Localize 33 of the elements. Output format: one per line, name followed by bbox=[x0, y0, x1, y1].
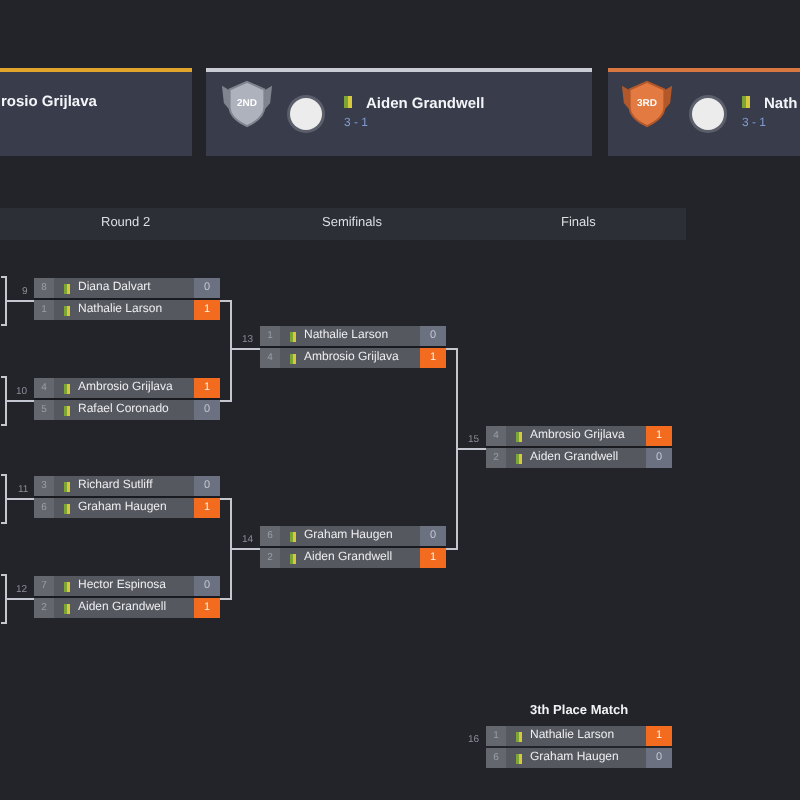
player-row bbox=[486, 448, 672, 468]
bracket-connector bbox=[219, 348, 261, 402]
bracket-connector bbox=[445, 448, 487, 550]
player-card bbox=[206, 68, 592, 156]
player-row bbox=[486, 426, 672, 446]
bracket-connector bbox=[0, 300, 35, 326]
player-row bbox=[34, 498, 220, 518]
match-box bbox=[260, 526, 446, 568]
player-row bbox=[34, 378, 220, 398]
bracket-connector bbox=[0, 498, 35, 524]
match-box bbox=[34, 476, 220, 518]
player-row bbox=[260, 548, 446, 568]
player-row bbox=[260, 326, 446, 346]
player-card bbox=[608, 68, 800, 156]
bracket-connector bbox=[0, 598, 35, 624]
match-box bbox=[260, 326, 446, 368]
player-row bbox=[34, 278, 220, 298]
player-row bbox=[34, 400, 220, 420]
player-row bbox=[34, 300, 220, 320]
bracket-connector bbox=[219, 548, 261, 600]
player-row bbox=[34, 576, 220, 596]
player-row bbox=[260, 526, 446, 546]
player-row bbox=[486, 726, 672, 746]
player-row bbox=[34, 476, 220, 496]
player-card bbox=[0, 68, 192, 156]
bracket-connector bbox=[0, 400, 35, 426]
player-row bbox=[486, 748, 672, 768]
player-row bbox=[260, 348, 446, 368]
match-box bbox=[34, 378, 220, 420]
match-box bbox=[486, 426, 672, 468]
match-box bbox=[34, 278, 220, 320]
player-row bbox=[34, 598, 220, 618]
match-box bbox=[34, 576, 220, 618]
